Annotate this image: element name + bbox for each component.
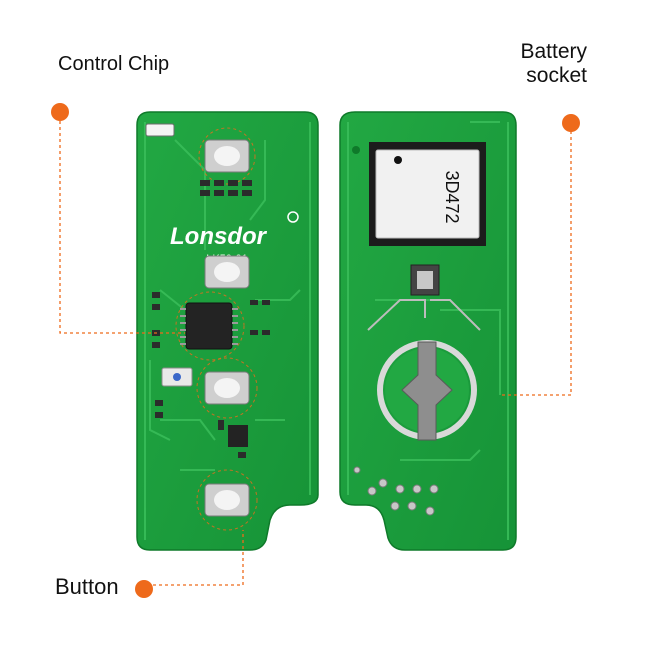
right-pcb-board: 3D472 (339, 111, 517, 551)
battery-socket-label: Battery socket (505, 40, 587, 88)
control-chip (185, 302, 233, 350)
transponder-module (375, 149, 480, 239)
secondary-ic (228, 425, 248, 447)
control-chip-label: Control Chip (58, 53, 170, 75)
button-marker (135, 580, 153, 598)
smd-components-row (200, 180, 252, 196)
battery-contact (401, 341, 453, 441)
battery-socket-label-line2: socket (526, 64, 587, 88)
battery-socket-label-line1: Battery (520, 40, 587, 63)
programming-pads (353, 466, 439, 516)
callout-leader-lines (59, 121, 572, 586)
button-label: Button (55, 574, 119, 599)
battery-socket-marker (562, 114, 580, 132)
module-code: 3D472 (442, 170, 462, 223)
left-pcb-board: Lonsdor LK50-01 (136, 111, 319, 551)
battery-socket-leader (500, 131, 572, 396)
control-chip-marker (51, 103, 69, 121)
led-component (145, 123, 175, 137)
button-leader (153, 530, 244, 586)
left-pcb-traces (144, 122, 311, 540)
control-chip-leader (59, 121, 185, 334)
brand-logo: Lonsdor (170, 223, 268, 250)
registered-mark-icon (287, 211, 299, 223)
